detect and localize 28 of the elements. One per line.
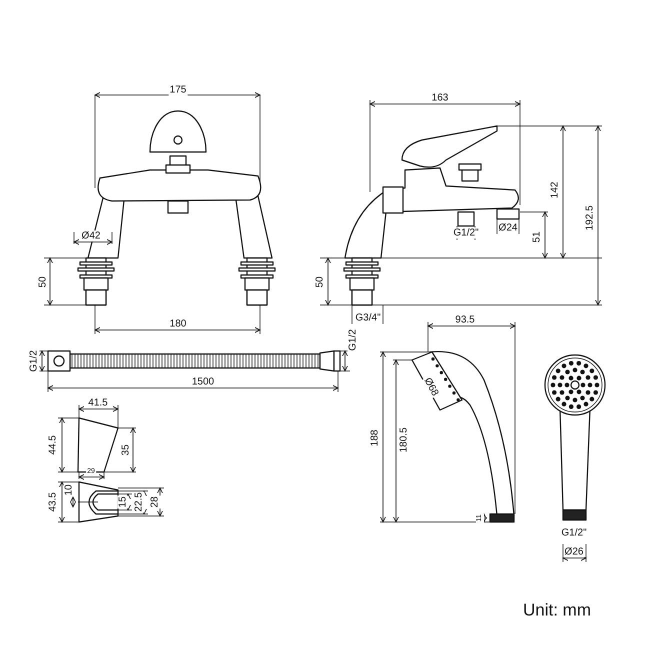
dimension-label: 50 <box>314 275 326 289</box>
dimension-label: 15 <box>118 495 128 509</box>
dimension-label: 22.5 <box>134 491 144 513</box>
dimension-label: 28 <box>150 495 160 509</box>
dimension-label: 43.5 <box>48 491 58 513</box>
dimension-label: G1/2 <box>28 349 40 373</box>
dimension-label: 51 <box>532 230 542 244</box>
dimension-label: 93.5 <box>454 314 476 326</box>
dimension-label: 142 <box>550 180 560 200</box>
dimension-label: 180.5 <box>398 426 410 454</box>
dimension-label: 180 <box>168 318 188 330</box>
dimension-label: 41.5 <box>87 398 109 408</box>
dimension-label: 175 <box>168 84 188 96</box>
dimension-label: 192.5 <box>584 204 596 232</box>
dimension-label: G1/2 <box>348 328 358 352</box>
dimension-label: 10 <box>64 483 74 497</box>
dimension-label: Ø42 <box>80 230 102 242</box>
dimension-label: Ø26 <box>564 546 584 558</box>
dimension-label: G3/4" <box>354 312 382 324</box>
dimension-label: 188 <box>370 428 380 448</box>
dimension-label: 50 <box>38 275 48 289</box>
dimension-label: Ø24 <box>498 222 518 234</box>
dimension-label: G1/2" <box>560 528 588 538</box>
dimension-label: 44.5 <box>48 434 58 456</box>
dimension-label: 1500 <box>190 376 216 388</box>
dimension-label: 35 <box>120 443 132 457</box>
dimension-label: G1/2" <box>452 228 480 238</box>
dimension-label: 163 <box>430 92 450 104</box>
